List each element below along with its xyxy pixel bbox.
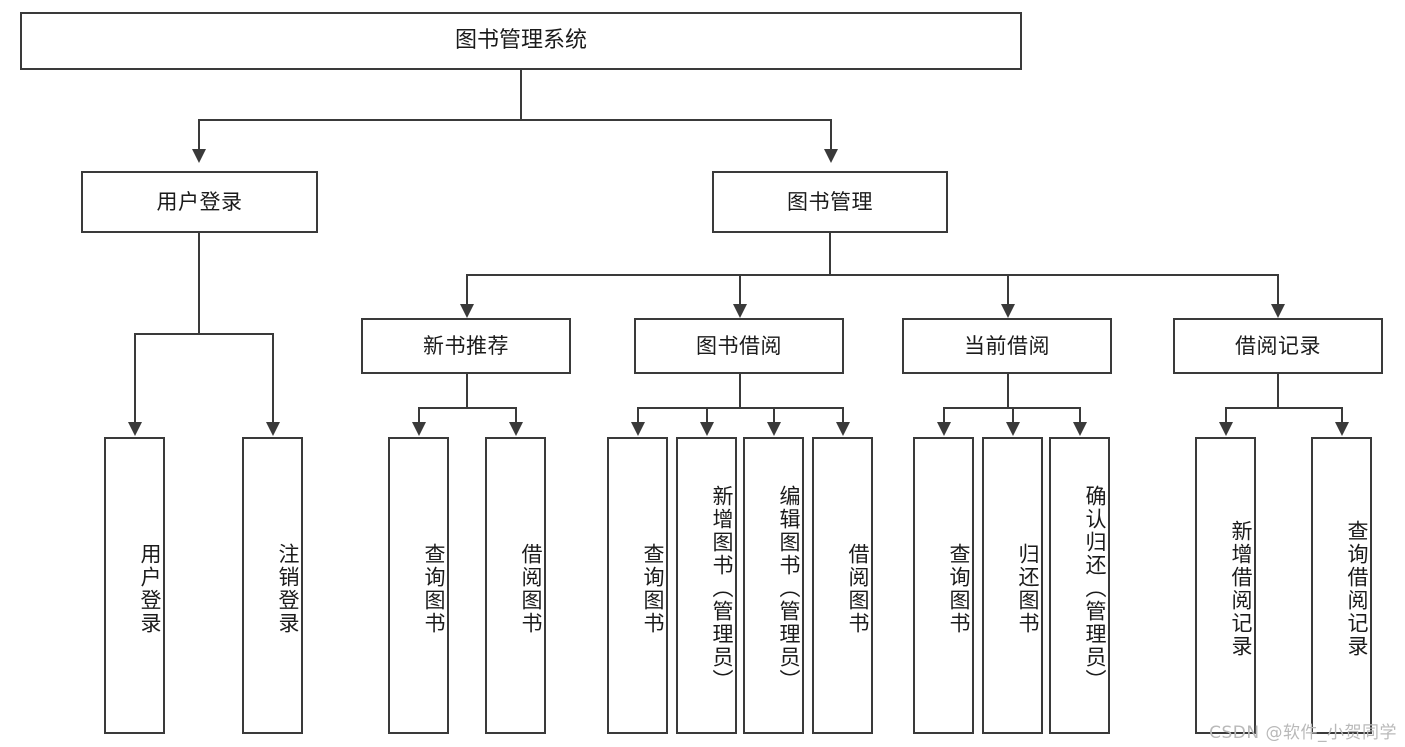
leaf-query-book-1[interactable]: 查询图书 bbox=[388, 437, 449, 734]
connector-bb-b4 bbox=[842, 407, 844, 424]
arrowhead-user-login-b2 bbox=[266, 422, 280, 436]
node-book-manage[interactable]: 图书管理 bbox=[712, 171, 948, 233]
leaf-query-book-2[interactable]: 查询图书 bbox=[607, 437, 668, 734]
connector-cb-bar bbox=[943, 407, 1080, 409]
node-label: 图书管理系统 bbox=[454, 28, 587, 54]
node-label: 新书推荐 bbox=[423, 333, 509, 358]
connector-to-book-manage bbox=[830, 119, 832, 149]
leaf-borrow-book-2[interactable]: 借阅图书 bbox=[812, 437, 873, 734]
node-borrow-record[interactable]: 借阅记录 bbox=[1173, 318, 1383, 374]
connector-user-login-bar bbox=[134, 333, 272, 335]
connector-bm-b2 bbox=[739, 274, 741, 306]
leaf-add-record[interactable]: 新增借阅记录 bbox=[1195, 437, 1256, 734]
arrowhead-to-user-login bbox=[192, 149, 206, 163]
node-label: 查询图书 bbox=[422, 542, 446, 635]
connector-cb-b2 bbox=[1012, 407, 1014, 424]
arrowhead-bm-b4 bbox=[1271, 304, 1285, 318]
connector-bb-b1 bbox=[637, 407, 639, 424]
arrowhead-bm-b1 bbox=[460, 304, 474, 318]
arrowhead-bm-b3 bbox=[1001, 304, 1015, 318]
connector-br-bar bbox=[1225, 407, 1342, 409]
connector-bb-bar bbox=[637, 407, 843, 409]
node-root-system[interactable]: 图书管理系统 bbox=[20, 12, 1022, 70]
connector-book-manage-bar bbox=[466, 274, 1278, 276]
connector-br-b1 bbox=[1225, 407, 1227, 424]
connector-to-user-login bbox=[198, 119, 200, 149]
node-book-borrow[interactable]: 图书借阅 bbox=[634, 318, 844, 374]
node-label: 新增图书（管理员） bbox=[710, 485, 734, 692]
node-label: 图书管理 bbox=[787, 189, 873, 214]
leaf-add-book[interactable]: 新增图书（管理员） bbox=[676, 437, 737, 734]
node-label: 用户登录 bbox=[156, 189, 243, 214]
node-label: 确认归还（管理员） bbox=[1083, 485, 1107, 692]
connector-root-stem bbox=[520, 70, 522, 120]
node-label: 归还图书 bbox=[1016, 542, 1040, 635]
arrowhead-cb-b1 bbox=[937, 422, 951, 436]
node-new-book-recommend[interactable]: 新书推荐 bbox=[361, 318, 571, 374]
node-label: 当前借阅 bbox=[964, 333, 1050, 358]
arrowhead-bb-b1 bbox=[631, 422, 645, 436]
node-label: 用户登录 bbox=[138, 542, 162, 635]
arrowhead-cb-b2 bbox=[1006, 422, 1020, 436]
connector-br-b2 bbox=[1341, 407, 1343, 424]
connector-root-bar bbox=[198, 119, 832, 121]
leaf-query-record[interactable]: 查询借阅记录 bbox=[1311, 437, 1372, 734]
node-user-login[interactable]: 用户登录 bbox=[81, 171, 318, 233]
connector-nbr-bar bbox=[418, 407, 516, 409]
node-current-borrow[interactable]: 当前借阅 bbox=[902, 318, 1112, 374]
leaf-query-book-3[interactable]: 查询图书 bbox=[913, 437, 974, 734]
node-label: 借阅记录 bbox=[1235, 333, 1321, 358]
connector-cb-stem bbox=[1007, 374, 1009, 408]
connector-nbr-stem bbox=[466, 374, 468, 408]
node-label: 查询图书 bbox=[641, 542, 665, 635]
connector-user-login-stem bbox=[198, 233, 200, 334]
node-label: 注销登录 bbox=[276, 542, 300, 635]
arrowhead-to-book-manage bbox=[824, 149, 838, 163]
connector-bm-b1 bbox=[466, 274, 468, 306]
arrowhead-bb-b2 bbox=[700, 422, 714, 436]
connector-bb-stem bbox=[739, 374, 741, 408]
connector-bm-b3 bbox=[1007, 274, 1009, 306]
node-label: 借阅图书 bbox=[846, 542, 870, 635]
arrowhead-br-b2 bbox=[1335, 422, 1349, 436]
arrowhead-nbr-b2 bbox=[509, 422, 523, 436]
leaf-confirm-return[interactable]: 确认归还（管理员） bbox=[1049, 437, 1110, 734]
connector-bm-b4 bbox=[1277, 274, 1279, 306]
connector-user-login-b1 bbox=[134, 333, 136, 422]
connector-bb-b3 bbox=[773, 407, 775, 424]
connector-nbr-b1 bbox=[418, 407, 420, 424]
connector-user-login-b2 bbox=[272, 333, 274, 422]
node-label: 编辑图书（管理员） bbox=[777, 485, 801, 692]
leaf-return-book[interactable]: 归还图书 bbox=[982, 437, 1043, 734]
connector-book-manage-stem bbox=[829, 233, 831, 275]
connector-br-stem bbox=[1277, 374, 1279, 408]
connector-bb-b2 bbox=[706, 407, 708, 424]
leaf-borrow-book-1[interactable]: 借阅图书 bbox=[485, 437, 546, 734]
node-label: 查询借阅记录 bbox=[1345, 519, 1369, 658]
arrowhead-bb-b4 bbox=[836, 422, 850, 436]
node-label: 查询图书 bbox=[947, 542, 971, 635]
arrowhead-cb-b3 bbox=[1073, 422, 1087, 436]
node-label: 借阅图书 bbox=[519, 542, 543, 635]
arrowhead-bm-b2 bbox=[733, 304, 747, 318]
connector-nbr-b2 bbox=[515, 407, 517, 424]
leaf-logout-login[interactable]: 注销登录 bbox=[242, 437, 303, 734]
node-label: 新增借阅记录 bbox=[1229, 519, 1253, 658]
arrowhead-user-login-b1 bbox=[128, 422, 142, 436]
arrowhead-bb-b3 bbox=[767, 422, 781, 436]
leaf-user-login[interactable]: 用户登录 bbox=[104, 437, 165, 734]
connector-cb-b3 bbox=[1079, 407, 1081, 424]
connector-cb-b1 bbox=[943, 407, 945, 424]
arrowhead-br-b1 bbox=[1219, 422, 1233, 436]
leaf-edit-book[interactable]: 编辑图书（管理员） bbox=[743, 437, 804, 734]
node-label: 图书借阅 bbox=[696, 333, 782, 358]
arrowhead-nbr-b1 bbox=[412, 422, 426, 436]
